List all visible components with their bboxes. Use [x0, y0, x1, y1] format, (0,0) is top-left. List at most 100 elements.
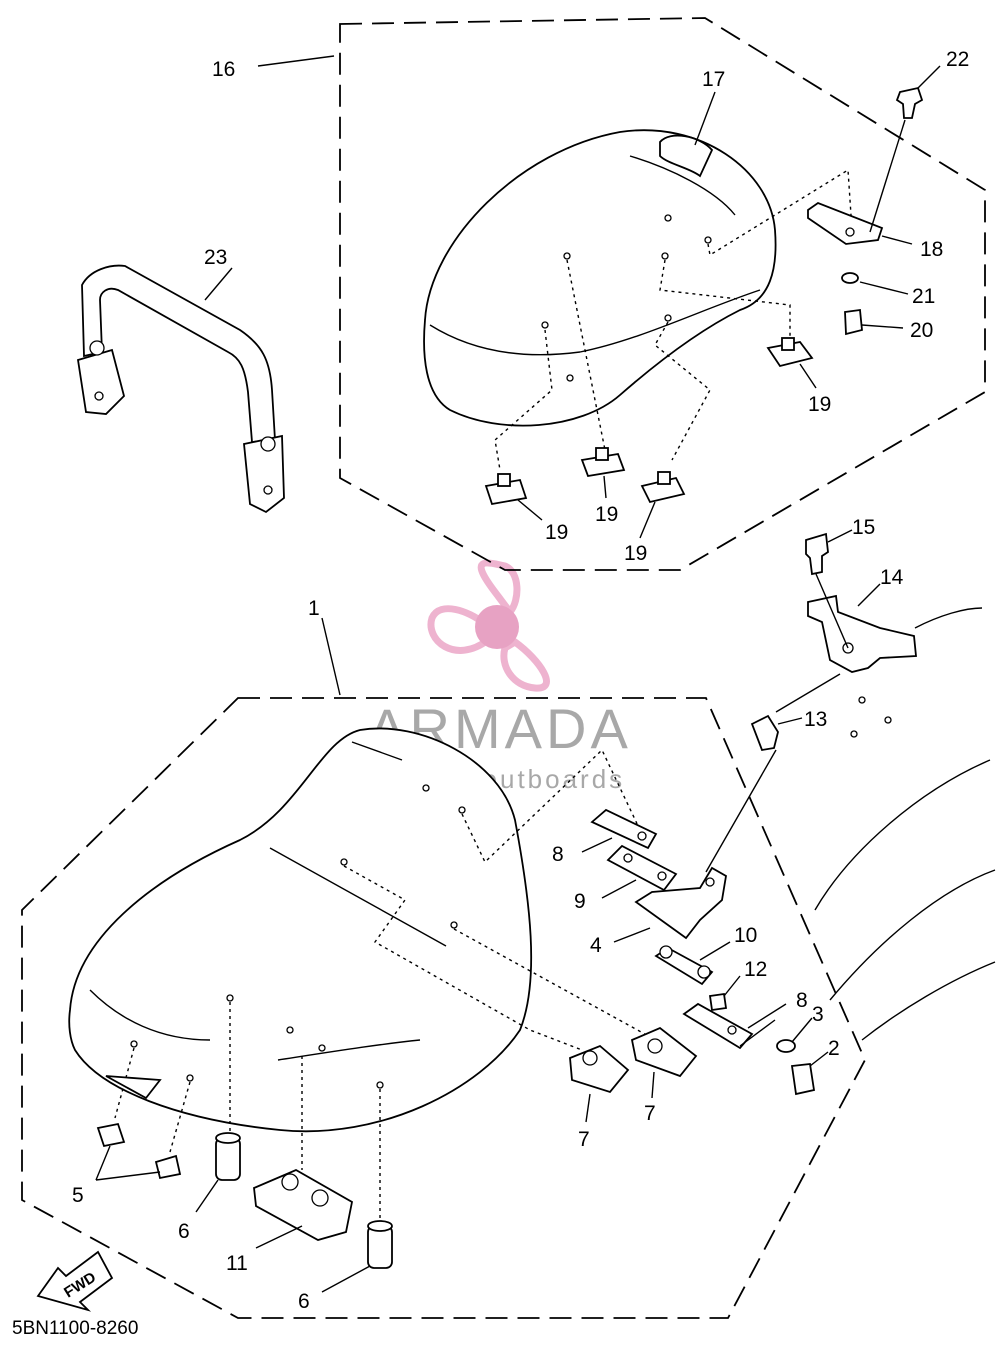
bolt-13	[750, 714, 779, 752]
callout-23: 23	[204, 246, 227, 269]
bolt-axis-line	[705, 749, 777, 873]
seat-crease	[351, 741, 403, 761]
frame-hole	[850, 730, 858, 738]
seat-lock-bracket-14	[807, 594, 917, 673]
callout-1: 1	[308, 597, 320, 620]
group-16-boundary	[339, 17, 986, 571]
seat-crease	[629, 155, 736, 216]
callout-7: 7	[644, 1102, 656, 1125]
seat-edge-line	[277, 1039, 421, 1061]
guide-line	[707, 168, 853, 257]
guide-line	[169, 1081, 191, 1153]
bracket-hole	[845, 227, 855, 237]
leader-23	[204, 267, 233, 301]
callout-8: 8	[796, 989, 808, 1012]
seat-hole	[563, 252, 571, 260]
plate-hole	[727, 1025, 737, 1035]
leader-19	[603, 475, 607, 499]
guide-line	[343, 865, 583, 1051]
bolt-axis-line	[815, 573, 849, 649]
leader-11	[255, 1225, 303, 1249]
seat-hole	[541, 321, 549, 329]
callout-7: 7	[578, 1128, 590, 1151]
callout-19: 19	[624, 542, 647, 565]
cushion-11	[253, 1168, 354, 1241]
leader-8	[581, 837, 613, 853]
mount-hole	[263, 485, 273, 495]
leader-16	[257, 55, 335, 67]
leader-5	[95, 1145, 111, 1181]
hook-5	[154, 1154, 182, 1180]
seat-hole	[186, 1074, 194, 1082]
damper-6	[215, 1137, 241, 1181]
leader-22	[917, 65, 941, 89]
bracket-hole	[705, 877, 715, 887]
nut-19-boss	[781, 337, 795, 351]
plate-hole	[623, 853, 633, 863]
callout-12: 12	[744, 958, 767, 981]
bolt-2	[790, 1063, 816, 1096]
clip-7	[569, 1044, 630, 1094]
leader-5	[95, 1171, 161, 1181]
damper-6	[367, 1225, 393, 1269]
callout-8: 8	[552, 843, 564, 866]
passenger-seat	[423, 129, 777, 427]
callout-19: 19	[545, 521, 568, 544]
callout-21: 21	[912, 285, 935, 308]
damper-6-top	[215, 1132, 241, 1144]
seat-hole	[704, 236, 712, 244]
grab-bar-mount-left	[76, 348, 126, 415]
leader-9	[601, 879, 637, 899]
mount-hole	[260, 436, 276, 452]
clip-7	[630, 1026, 698, 1078]
leader-19	[799, 363, 817, 389]
seat-edge-line	[429, 289, 761, 356]
seat-hole	[130, 1040, 138, 1048]
nut-19-boss	[497, 473, 511, 487]
leader-15	[827, 529, 853, 543]
bolt-axis-line	[739, 1019, 776, 1047]
leader-6	[321, 1265, 371, 1293]
leader-21	[859, 281, 909, 295]
leader-2	[809, 1051, 829, 1067]
mount-hole	[89, 340, 105, 356]
fwd-arrow	[36, 1250, 114, 1312]
callout-17: 17	[702, 68, 725, 91]
grab-bar	[81, 264, 276, 443]
callout-14: 14	[880, 566, 904, 589]
rider-seat-group	[21, 617, 866, 1319]
clip-hole	[582, 1050, 598, 1066]
grab-bar-mount-right	[243, 434, 285, 514]
callout-10: 10	[734, 924, 757, 947]
callout-13: 13	[804, 708, 827, 731]
forward-direction-indicator: FWD	[36, 1250, 114, 1312]
plate-hole	[657, 871, 667, 881]
plate-9	[606, 844, 678, 892]
cushion-boss	[281, 1173, 299, 1191]
bolt-axis-line	[869, 119, 906, 233]
guide-line	[566, 259, 606, 451]
nut-19-boss	[595, 447, 609, 461]
bolt-20	[844, 308, 863, 336]
plate-8	[682, 1002, 754, 1050]
leader-1	[321, 617, 341, 696]
callout-15: 15	[852, 516, 875, 539]
plate-hole	[637, 831, 647, 841]
rider-seat	[68, 727, 533, 1133]
seat-edge-line	[89, 989, 211, 1041]
seat-hole	[376, 1081, 384, 1089]
part-10-boss	[697, 965, 711, 979]
watermark-propeller-logo	[427, 559, 550, 692]
washer-21	[841, 272, 859, 284]
seat-hole	[318, 1044, 326, 1052]
leader-6	[195, 1179, 219, 1213]
clip-hole	[647, 1038, 663, 1054]
frame-bracket-group	[750, 529, 996, 1041]
bracket-4	[634, 866, 727, 940]
seat-bracket	[807, 201, 884, 245]
callout-5: 5	[72, 1184, 84, 1207]
callout-19: 19	[808, 393, 831, 416]
bolt-22	[895, 86, 924, 119]
